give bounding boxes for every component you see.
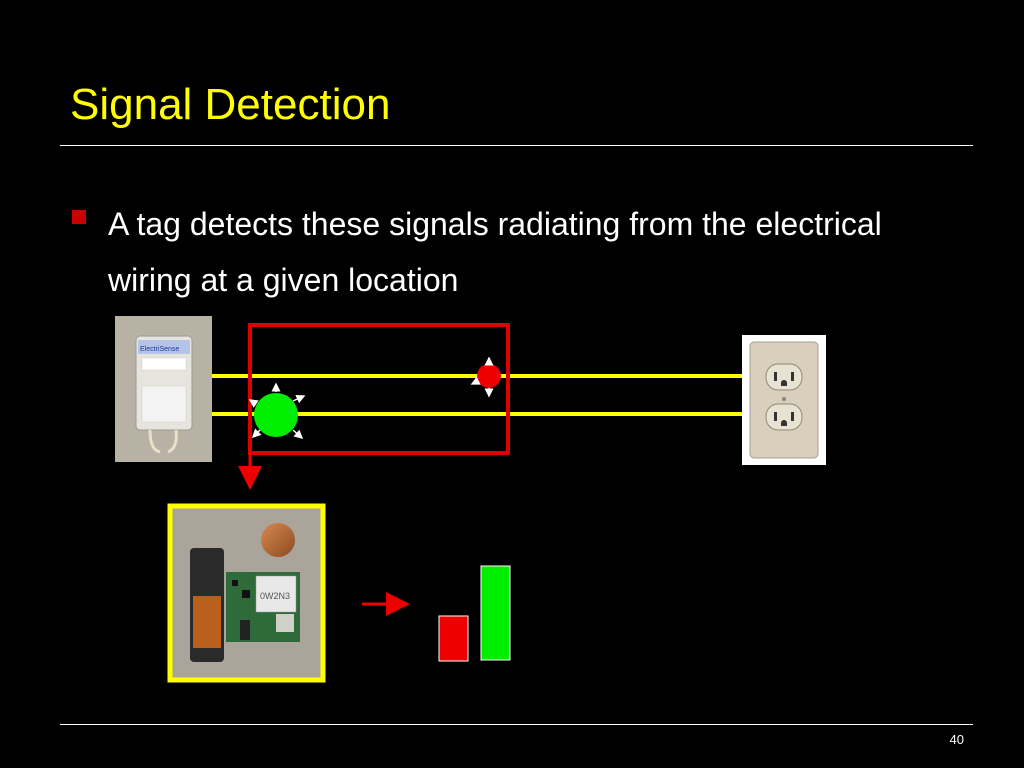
red-signal-source-icon	[470, 356, 501, 398]
title-divider	[60, 145, 973, 146]
wall-outlet-image	[742, 335, 826, 465]
tag-chip-label: 0W2N3	[260, 591, 290, 601]
detection-region-box	[248, 323, 510, 455]
footer-divider	[60, 724, 973, 725]
bullet-item: A tag detects these signals radiating fr…	[72, 196, 932, 308]
green-signal-bar	[480, 565, 511, 661]
electrisense-device-image: ElectriSense	[115, 316, 212, 462]
green-signal-source-icon	[248, 382, 306, 439]
square-bullet-icon	[72, 210, 86, 224]
red-signal-bar	[438, 615, 469, 662]
page-number: 40	[949, 732, 964, 747]
device-brand-label: ElectriSense	[140, 346, 179, 353]
bullet-text: A tag detects these signals radiating fr…	[108, 206, 882, 298]
sensor-tag-image: 0W2N3	[167, 503, 326, 683]
slide-title: Signal Detection	[70, 80, 391, 129]
